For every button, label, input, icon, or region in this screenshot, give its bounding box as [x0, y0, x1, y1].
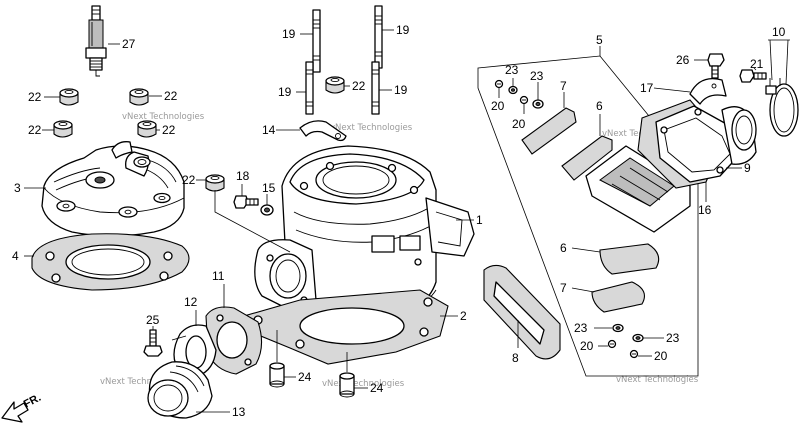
cylinder-head — [41, 141, 185, 237]
carburetor-boot — [147, 361, 213, 419]
reed-gasket — [483, 264, 561, 360]
reed-cage — [585, 145, 691, 233]
nut-22 — [53, 120, 73, 138]
callout-24: 24 — [298, 370, 312, 384]
callout-16: 16 — [698, 203, 712, 217]
callout-3: 3 — [14, 181, 21, 195]
callout-19: 19 — [282, 27, 296, 41]
callout-11: 11 — [212, 269, 225, 283]
callout-7: 7 — [560, 281, 567, 295]
callout-5: 5 — [596, 33, 603, 47]
screw-20 — [519, 95, 529, 105]
callout-14: 14 — [262, 123, 276, 137]
callout-24: 24 — [370, 381, 384, 395]
callout-6: 6 — [560, 241, 567, 255]
callout-26: 26 — [676, 53, 690, 67]
washer-23 — [532, 99, 544, 109]
reed-stopper — [521, 107, 577, 155]
callout-27: 27 — [122, 37, 136, 51]
spark-plug — [85, 5, 107, 77]
callout-15: 15 — [262, 181, 276, 195]
reed-petal — [561, 135, 613, 181]
callout-20: 20 — [491, 99, 505, 113]
reed-petal — [599, 243, 660, 275]
bolt-25 — [143, 329, 163, 357]
callout-10: 10 — [772, 25, 786, 39]
hose-band — [689, 77, 727, 105]
callout-12: 12 — [184, 295, 198, 309]
callout-13: 13 — [232, 405, 246, 419]
callout-23: 23 — [666, 331, 680, 345]
callout-22: 22 — [182, 173, 196, 187]
watermark-text: vNext Technologies — [616, 375, 699, 385]
callout-19: 19 — [396, 23, 410, 37]
cable-clamp — [299, 120, 347, 142]
callout-7: 7 — [560, 79, 567, 93]
front-direction-label: FR. — [22, 392, 43, 411]
nut-22 — [205, 174, 225, 192]
reed-stopper — [591, 281, 645, 313]
callout-22: 22 — [162, 123, 176, 137]
callout-19: 19 — [278, 85, 292, 99]
callout-22: 22 — [164, 89, 178, 103]
watermark-text: vNext Technologies — [100, 377, 183, 387]
washer-23 — [508, 85, 518, 95]
callout-25: 25 — [146, 313, 160, 327]
cylinder — [254, 145, 475, 325]
callout-18: 18 — [236, 169, 250, 183]
callout-23: 23 — [530, 69, 544, 83]
callout-9: 9 — [744, 161, 751, 175]
intake-manifold — [655, 105, 757, 183]
watermark-text: vNext Technologies — [330, 123, 413, 133]
callout-23: 23 — [505, 63, 519, 77]
callout-6: 6 — [596, 99, 603, 113]
watermark-text: vNext Technologies — [122, 112, 205, 122]
screw-20 — [629, 349, 639, 359]
callout-4: 4 — [12, 249, 19, 263]
callout-21: 21 — [750, 57, 764, 71]
stud-bolt — [312, 9, 321, 73]
bolt-18 — [233, 195, 259, 209]
stud-bolt — [371, 61, 380, 115]
callout-8: 8 — [512, 351, 519, 365]
washer-23 — [632, 333, 644, 343]
washer-23 — [612, 323, 624, 333]
nut-22 — [59, 88, 79, 106]
nut-22 — [129, 88, 149, 106]
callout-1: 1 — [476, 213, 483, 227]
hose-clamp — [765, 78, 799, 137]
screw-20 — [607, 339, 617, 349]
watermark-text: vNext Technologies — [322, 379, 405, 389]
stud-bolt — [374, 5, 383, 69]
nut-22 — [325, 76, 345, 94]
washer-15 — [260, 204, 274, 216]
front-direction-arrow-icon — [1, 401, 29, 423]
callout-20: 20 — [512, 117, 526, 131]
callout-2: 2 — [460, 309, 467, 323]
insulator-gasket — [205, 306, 263, 375]
nut-22 — [137, 120, 157, 138]
bolt-21 — [739, 69, 767, 83]
screw-20 — [494, 79, 504, 89]
stud-bolt — [305, 61, 314, 115]
callout-22: 22 — [28, 123, 42, 137]
callout-17: 17 — [640, 81, 654, 95]
callout-23: 23 — [574, 321, 588, 335]
callout-20: 20 — [580, 339, 594, 353]
callout-22: 22 — [28, 90, 42, 104]
dowel-pin — [339, 372, 355, 398]
dowel-pin — [269, 362, 285, 388]
bolt-26 — [707, 53, 725, 79]
cylinder-base-gasket — [243, 289, 449, 365]
callout-19: 19 — [394, 83, 408, 97]
head-gasket — [31, 233, 190, 291]
callout-20: 20 — [654, 349, 668, 363]
callout-22: 22 — [352, 79, 366, 93]
